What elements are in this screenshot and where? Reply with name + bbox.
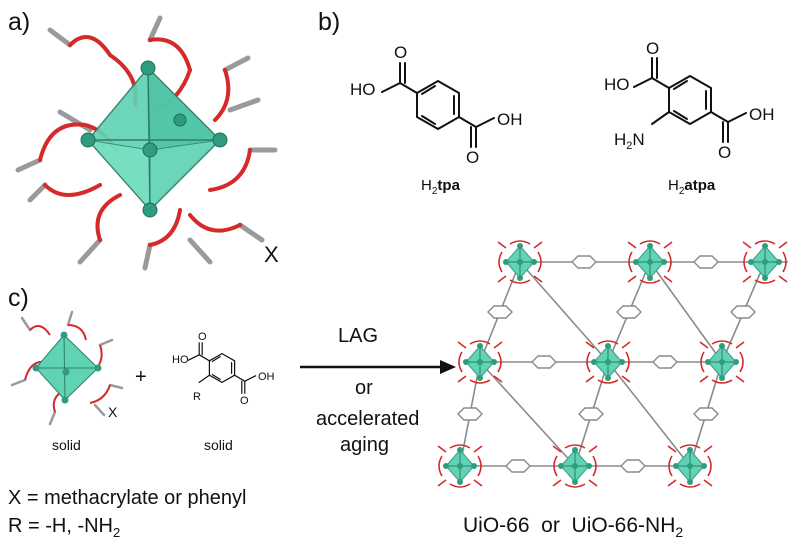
condition-lag: LAG: [338, 325, 378, 347]
linker-ho-label: HO: [172, 354, 189, 366]
atpa-o-top-label: O: [646, 39, 659, 58]
atpa-nh2-label: H2N: [614, 130, 645, 152]
solid-label-linker: solid: [204, 437, 233, 453]
panel-label-b: b): [318, 8, 340, 36]
r-definition: R = -H, -NH2: [8, 515, 120, 540]
x-definition: X = methacrylate or phenyl: [8, 487, 246, 509]
h2atpa-name: H2atpa: [668, 177, 716, 197]
atpa-oh-label: OH: [749, 105, 775, 124]
tpa-o-bottom-label: O: [466, 148, 479, 167]
linker-r-label: R: [193, 391, 201, 403]
linker-oh-label: OH: [258, 371, 275, 383]
linker-r-structure: [187, 342, 257, 394]
atpa-o-bottom-label: O: [718, 143, 731, 162]
small-cluster-x-label: X: [108, 404, 118, 420]
panel-label-a: a): [8, 8, 30, 36]
cluster-x-label: X: [264, 242, 279, 267]
product-name: UiO-66 or UiO-66-NH2: [463, 514, 683, 540]
solid-label-cluster: solid: [52, 437, 81, 453]
panel-label-c: c): [8, 284, 29, 312]
condition-or: or: [355, 377, 373, 399]
uio-66-framework: [437, 240, 788, 488]
linker-o-bottom-label: O: [240, 395, 249, 407]
plus-sign: +: [135, 366, 147, 388]
small-cluster-reactant: [10, 310, 124, 426]
linker-o-top-label: O: [198, 331, 207, 343]
condition-accelerated: accelerated: [316, 408, 419, 430]
tpa-o-top-label: O: [394, 43, 407, 62]
h2tpa-name: H2tpa: [421, 177, 461, 197]
h2atpa-structure: [633, 57, 747, 143]
zr6-cluster-model: [15, 15, 278, 271]
condition-aging: aging: [340, 434, 389, 456]
atpa-ho-label: HO: [604, 75, 630, 94]
h2tpa-structure: [381, 62, 495, 148]
reaction-arrow-head: [440, 360, 456, 374]
tpa-ho-label: HO: [350, 80, 376, 99]
tpa-oh-label: OH: [497, 110, 523, 129]
